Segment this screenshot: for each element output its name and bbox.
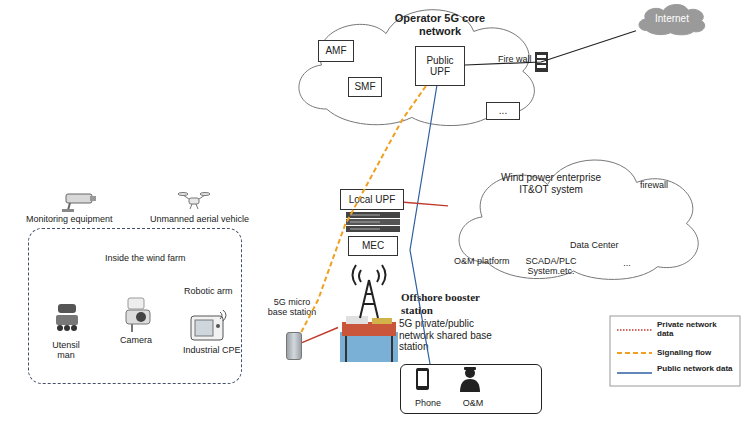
process-box: 5G micro base station bbox=[286, 332, 302, 360]
node-text: Internet bbox=[655, 13, 689, 25]
label-text: Fire wall bbox=[498, 54, 538, 64]
legend-text: Public network data bbox=[657, 364, 735, 373]
process-box: SMF bbox=[348, 77, 382, 97]
node-text: MEC bbox=[362, 240, 384, 252]
node-text: Phone bbox=[411, 398, 445, 408]
node-text: Wind power enterprise IT&OT system bbox=[490, 172, 612, 195]
legend-box bbox=[610, 316, 740, 386]
label-text: O&M platform bbox=[454, 256, 524, 266]
label-text: Data Center bbox=[570, 240, 630, 250]
node-text: Offshore booster station bbox=[401, 291, 487, 316]
legend-sample-orange bbox=[617, 352, 652, 354]
label-text: Robotic arm bbox=[184, 286, 244, 296]
legend-sample-blue bbox=[617, 372, 652, 374]
label-text: Camera bbox=[120, 335, 160, 345]
process-box: AMF bbox=[318, 40, 354, 62]
node-text: AMF bbox=[325, 45, 346, 57]
cpe-icon bbox=[191, 310, 226, 340]
cloud-node: Operator 5G core networkAMF SMF Public UPF… bbox=[288, 0, 546, 130]
label-text: Unmanned aerial vehicle bbox=[150, 214, 270, 224]
camera-icon bbox=[126, 298, 150, 332]
cloud-shape bbox=[639, 5, 705, 35]
robot-icon bbox=[56, 304, 78, 331]
process-box: Offshore booster station5G private/publi… bbox=[338, 266, 400, 363]
process-box: MEC bbox=[348, 236, 398, 256]
connector bbox=[302, 328, 338, 343]
monitoring-icon bbox=[62, 194, 96, 212]
offshore-platform bbox=[340, 316, 398, 362]
node-text: 5G private/public network shared base st… bbox=[399, 318, 495, 353]
node-text: ... bbox=[499, 105, 507, 117]
connector bbox=[301, 86, 426, 332]
cloud-shape bbox=[299, 10, 534, 126]
cloud-node: Internet bbox=[636, 2, 708, 36]
label-text: Utensil man bbox=[48, 340, 84, 361]
tower-icon bbox=[353, 265, 386, 318]
drone-icon bbox=[178, 193, 210, 210]
legend-text: Signaling flow bbox=[657, 348, 735, 357]
node-text: Operator 5G core network bbox=[385, 12, 495, 37]
node-text: Local UPF bbox=[349, 194, 396, 206]
node-text: SMF bbox=[354, 81, 375, 93]
process-box: Local UPF bbox=[340, 189, 404, 210]
node-text: Public UPF bbox=[421, 55, 459, 78]
legend-text: Private network data bbox=[657, 320, 735, 338]
process-box: Phone O&M bbox=[400, 364, 542, 414]
group-box: Inside the wind farm bbox=[28, 228, 242, 384]
process-box: ... bbox=[486, 102, 520, 120]
label-text: Monitoring equipment bbox=[26, 214, 136, 224]
label-text: firewall bbox=[640, 180, 685, 190]
node-text: Inside the wind farm bbox=[105, 253, 215, 263]
label-text: SCADA/PLC System.etc. bbox=[520, 256, 582, 277]
process-box: Public UPF bbox=[415, 46, 465, 86]
person-icon bbox=[460, 367, 480, 392]
connector bbox=[465, 31, 636, 65]
phone-icon bbox=[416, 368, 429, 390]
connector bbox=[410, 86, 437, 364]
node-text: 5G micro base station bbox=[263, 297, 321, 318]
legend-sample-red bbox=[617, 329, 652, 331]
server-stack bbox=[346, 212, 400, 232]
connector bbox=[404, 202, 448, 206]
firewall-icon bbox=[535, 52, 548, 72]
label-text: Industrial CPE bbox=[183, 345, 253, 355]
node-text: O&M bbox=[456, 398, 490, 408]
label-text: ... bbox=[620, 258, 634, 268]
